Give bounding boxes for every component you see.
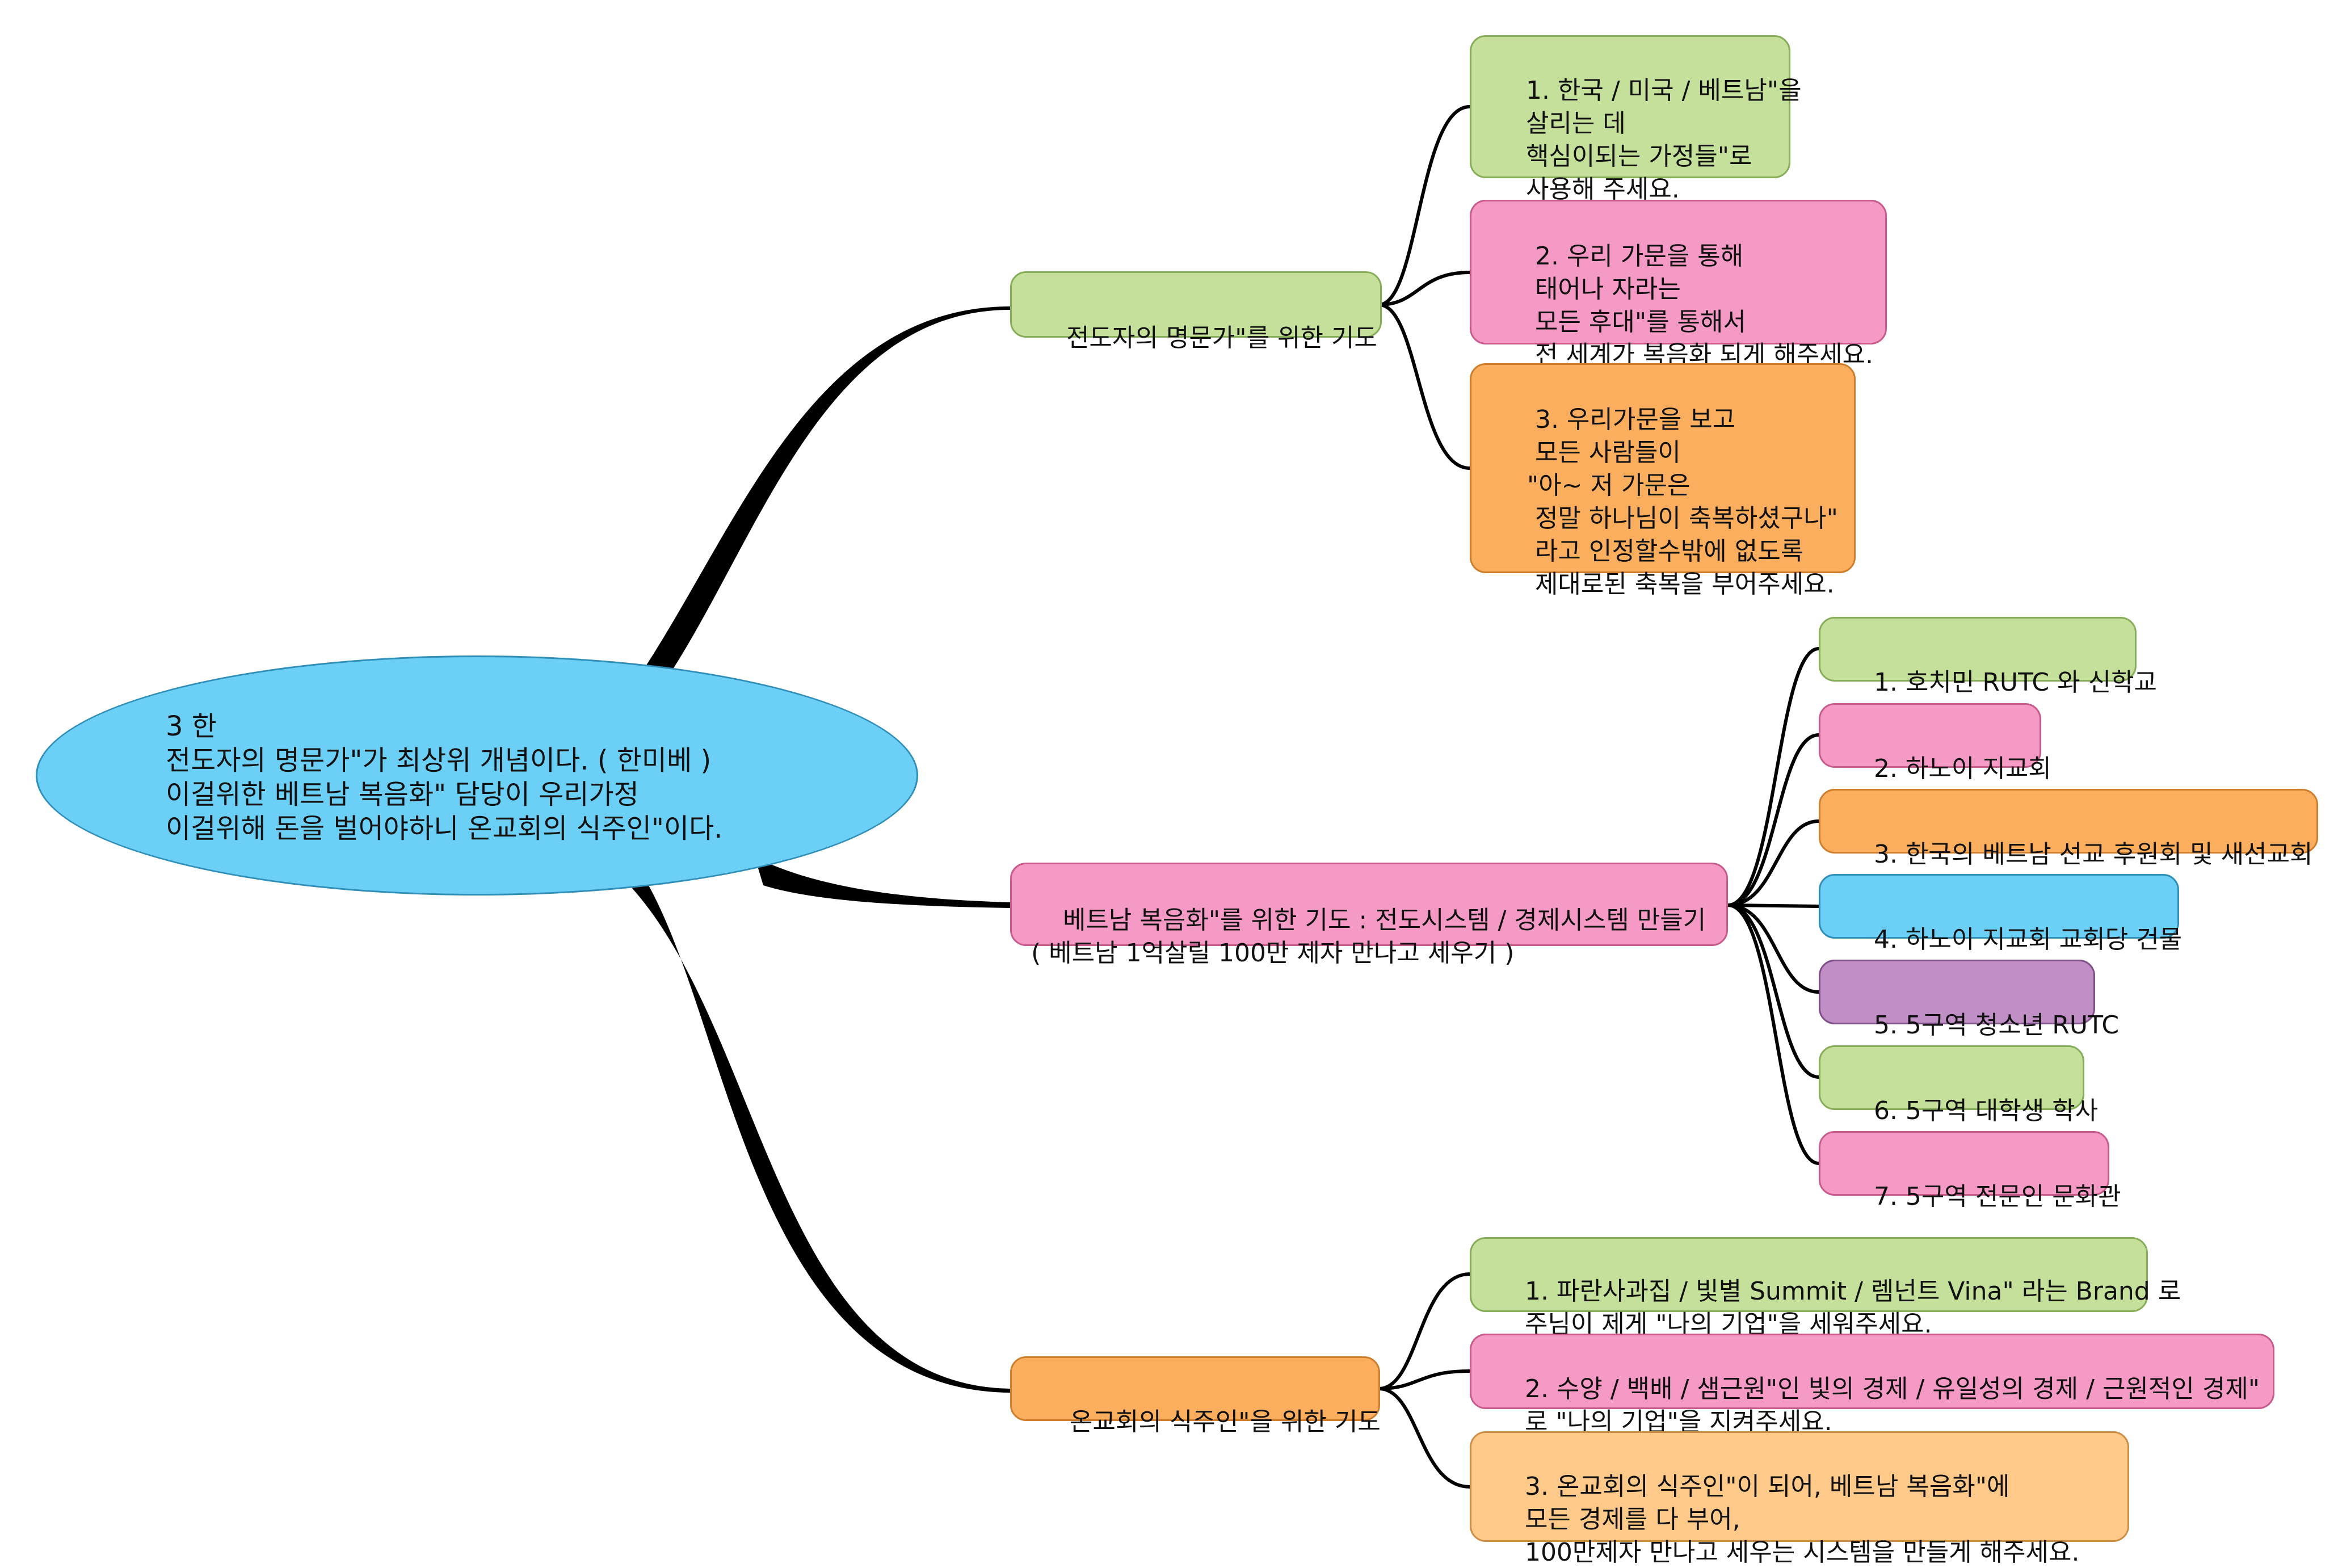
branch-2-item-6[interactable]: 6. 5구역 대학생 학사 [1819,1045,2098,1125]
branch-1-item-1-text: 1. 한국 / 미국 / 베트남"을 살리는 데 핵심이되는 가정들"로 사용해… [1525,76,1802,204]
branch-2-item-3-text: 3. 한국의 베트남 선교 후원회 및 새선교회 [1873,840,2313,869]
branch-3-item-2[interactable]: 2. 수양 / 백배 / 샘근원"인 빛의 경제 / 유일성의 경제 / 근원적… [1470,1334,2274,1436]
branch-3-item-1[interactable]: 1. 파란사과집 / 빛별 Summit / 렘넌트 Vina" 라는 Bran… [1470,1237,2181,1339]
branch-2-leaf-5-connector [1727,903,1819,994]
central-topic-line-1: 3 한 [166,711,217,742]
central-topic-line-3: 이걸위한 베트남 복음화" 담당이 우리가정 [166,779,639,810]
central-topic-line-4: 이걸위해 돈을 벌어야하니 온교회의 식주인"이다. [166,813,723,844]
branch-2-leaf-3-connector [1727,819,1819,907]
central-topic-text: 3 한 전도자의 명문가"가 최상위 개념이다. ( 한미베 ) 이걸위한 베트… [166,709,723,846]
branch-1-leaf-1-connector [1378,105,1470,306]
branch-missionary-family-prayer[interactable]: 전도자의 명문가"를 위한 기도 [1010,271,1382,352]
branch-3-leaf-3-connector [1378,1387,1470,1489]
root-to-branch-1-connector [630,306,1010,695]
branch-2-item-2-text: 2. 하노이 지교회 [1873,754,2051,783]
branch-2-item-4-text: 4. 하노이 지교회 교회당 건물 [1873,925,2183,954]
branch-2-item-7-text: 7. 5구역 전문인 문화관 [1873,1182,2121,1211]
branch-2-item-7[interactable]: 7. 5구역 전문인 문화관 [1819,1131,2121,1211]
branch-2-item-2[interactable]: 2. 하노이 지교회 [1819,703,2051,783]
branch-3-label: 온교회의 식주인"을 위한 기도 [1069,1407,1381,1436]
branch-vietnam-evangelization-prayer[interactable]: 베트남 복음화"를 위한 기도 : 전도시스템 / 경제시스템 만들기 ( 베트… [1010,863,1728,968]
branch-2-leaf-6-connector [1727,903,1819,1079]
branch-2-leaf-4-connector [1727,903,1819,908]
central-topic[interactable] [36,655,918,896]
branch-2-item-1[interactable]: 1. 호치민 RUTC 와 신학교 [1819,617,2157,697]
branch-1-item-3-text: 3. 우리가문을 보고 모든 사람들이 "아~ 저 가문은 정말 하나님이 축복… [1527,405,1838,599]
branch-3-leaf-1-connector [1378,1272,1470,1390]
branch-3-item-2-text: 2. 수양 / 백배 / 샘근원"인 빛의 경제 / 유일성의 경제 / 근원적… [1524,1374,2260,1436]
branch-2-leaf-2-connector [1727,733,1819,907]
branch-1-item-2[interactable]: 2. 우리 가문을 통해 태어나 자라는 모든 후대"를 통해서 전 세계가 복… [1470,200,1887,369]
branch-whole-church-provider-prayer[interactable]: 온교회의 식주인"을 위한 기도 [1010,1356,1381,1436]
branch-1-label: 전도자의 명문가"를 위한 기도 [1066,323,1377,352]
branch-2-leaf-7-connector [1727,903,1819,1165]
branch-1-leaf-3-connector [1378,303,1470,470]
branch-2-leaf-1-connector [1727,647,1819,907]
branch-2-item-3[interactable]: 3. 한국의 베트남 선교 후원회 및 새선교회 [1819,789,2318,869]
branch-3-item-3[interactable]: 3. 온교회의 식주인"이 되어, 베트남 복음화"에 모든 경제를 다 부어,… [1470,1431,2129,1567]
branch-1-item-2-text: 2. 우리 가문을 통해 태어나 자라는 모든 후대"를 통해서 전 세계가 복… [1534,242,1874,369]
branch-2-item-5-text: 5. 5구역 청소년 RUTC [1873,1011,2120,1040]
root-to-branch-2-connector [755,857,1010,908]
central-topic-line-2: 전도자의 명문가"가 최상위 개념이다. ( 한미베 ) [166,745,712,776]
branch-1-leaf-2-connector [1378,271,1470,306]
branch-2-item-6-text: 6. 5구역 대학생 학사 [1873,1096,2099,1125]
branch-1-item-3[interactable]: 3. 우리가문을 보고 모든 사람들이 "아~ 저 가문은 정말 하나님이 축복… [1470,363,1856,599]
branch-1-item-1[interactable]: 1. 한국 / 미국 / 베트남"을 살리는 데 핵심이되는 가정들"로 사용해… [1470,35,1802,204]
root-to-branch-3-connector [621,877,1010,1393]
branch-2-item-1-text: 1. 호치민 RUTC 와 신학교 [1873,668,2158,697]
branch-2-item-4[interactable]: 4. 하노이 지교회 교회당 건물 [1819,874,2182,954]
branch-3-leaf-2-connector [1378,1369,1470,1390]
branch-2-label: 베트남 복음화"를 위한 기도 : 전도시스템 / 경제시스템 만들기 ( 베트… [1031,906,1706,968]
branch-2-item-5[interactable]: 5. 5구역 청소년 RUTC [1819,960,2119,1040]
branch-3-item-3-text: 3. 온교회의 식주인"이 되어, 베트남 복음화"에 모든 경제를 다 부어,… [1524,1472,2080,1567]
